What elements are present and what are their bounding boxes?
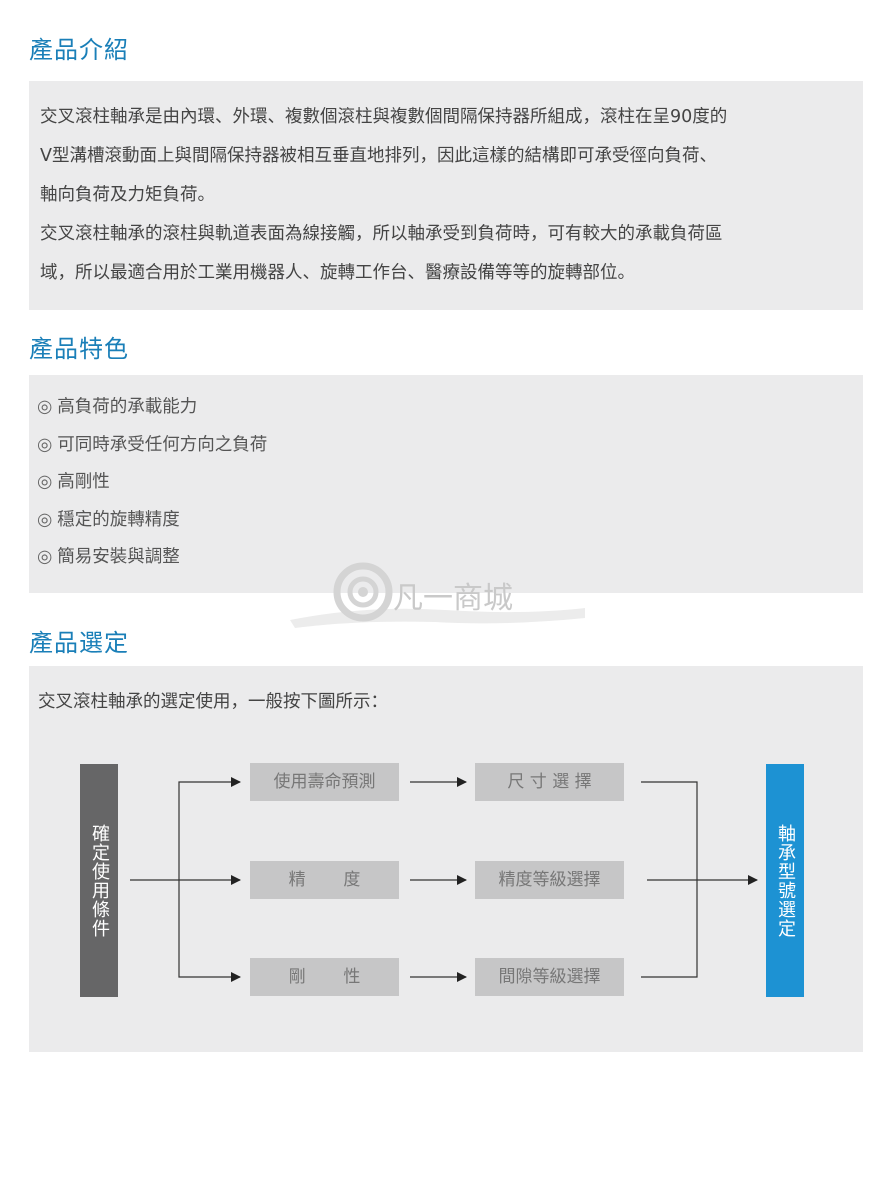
- flow-box-precision: 精 度: [250, 861, 399, 899]
- double-circle-bullet-icon: ◎: [37, 397, 53, 417]
- intro-paragraph: 交叉滾柱軸承是由內環、外環、複數個滾柱與複數個間隔保持器所組成，滾柱在呈90度的…: [40, 98, 855, 293]
- intro-line: 軸向負荷及力矩負荷。: [40, 185, 215, 205]
- flow-box-rigidity: 剛 性: [250, 958, 399, 996]
- flow-end-box: 軸承型號選定: [766, 764, 804, 997]
- feature-label: 穩定的旋轉精度: [57, 510, 180, 530]
- feature-item: ◎可同時承受任何方向之負荷: [37, 432, 267, 458]
- intro-heading: 產品介紹: [29, 36, 129, 64]
- flow-box-life-prediction: 使用壽命預測: [250, 763, 399, 801]
- flow-start-box: 確定使用條件: [80, 764, 118, 997]
- feature-item: ◎簡易安裝與調整: [37, 544, 180, 570]
- feature-item: ◎高剛性: [37, 469, 110, 495]
- intro-panel: 交叉滾柱軸承是由內環、外環、複數個滾柱與複數個間隔保持器所組成，滾柱在呈90度的…: [29, 81, 863, 310]
- feature-label: 高剛性: [57, 472, 110, 492]
- feature-label: 可同時承受任何方向之負荷: [57, 435, 268, 455]
- flow-branch: [178, 880, 241, 982]
- flow-box-precision-grade: 精度等級選擇: [475, 861, 624, 899]
- feature-label: 高負荷的承載能力: [57, 397, 198, 417]
- feature-item: ◎高負荷的承載能力: [37, 394, 197, 420]
- flow-box-clearance-grade: 間隙等級選擇: [475, 958, 624, 996]
- selection-intro: 交叉滾柱軸承的選定使用，一般按下圖所示：: [38, 692, 388, 712]
- feature-item: ◎穩定的旋轉精度: [37, 507, 180, 533]
- double-circle-bullet-icon: ◎: [37, 472, 53, 492]
- intro-line: V型溝槽滾動面上與間隔保持器被相互垂直地排列，因此這樣的結構即可承受徑向負荷、: [40, 146, 717, 166]
- feature-label: 簡易安裝與調整: [57, 547, 180, 567]
- flow-box-size-selection: 尺 寸 選 擇: [475, 763, 624, 801]
- double-circle-bullet-icon: ◎: [37, 435, 53, 455]
- watermark-text: 凡一商城: [393, 581, 513, 616]
- intro-line: 交叉滾柱軸承的滾柱與軌道表面為線接觸，所以軸承受到負荷時，可有較大的承載負荷區: [40, 224, 723, 244]
- intro-line: 域，所以最適合用於工業用機器人、旋轉工作台、醫療設備等等的旋轉部位。: [40, 263, 635, 283]
- features-heading: 產品特色: [29, 335, 129, 363]
- watermark-logo: 凡一商城: [290, 562, 585, 628]
- double-circle-bullet-icon: ◎: [37, 547, 53, 567]
- features-panel: ◎高負荷的承載能力 ◎可同時承受任何方向之負荷 ◎高剛性 ◎穩定的旋轉精度 ◎簡…: [29, 375, 863, 593]
- flow-branch: [178, 777, 241, 880]
- intro-line: 交叉滾柱軸承是由內環、外環、複數個滾柱與複數個間隔保持器所組成，滾柱在呈90度的: [40, 107, 728, 127]
- selection-heading: 產品選定: [29, 629, 129, 657]
- selection-panel: 交叉滾柱軸承的選定使用，一般按下圖所示：: [29, 666, 863, 1052]
- double-circle-bullet-icon: ◎: [37, 510, 53, 530]
